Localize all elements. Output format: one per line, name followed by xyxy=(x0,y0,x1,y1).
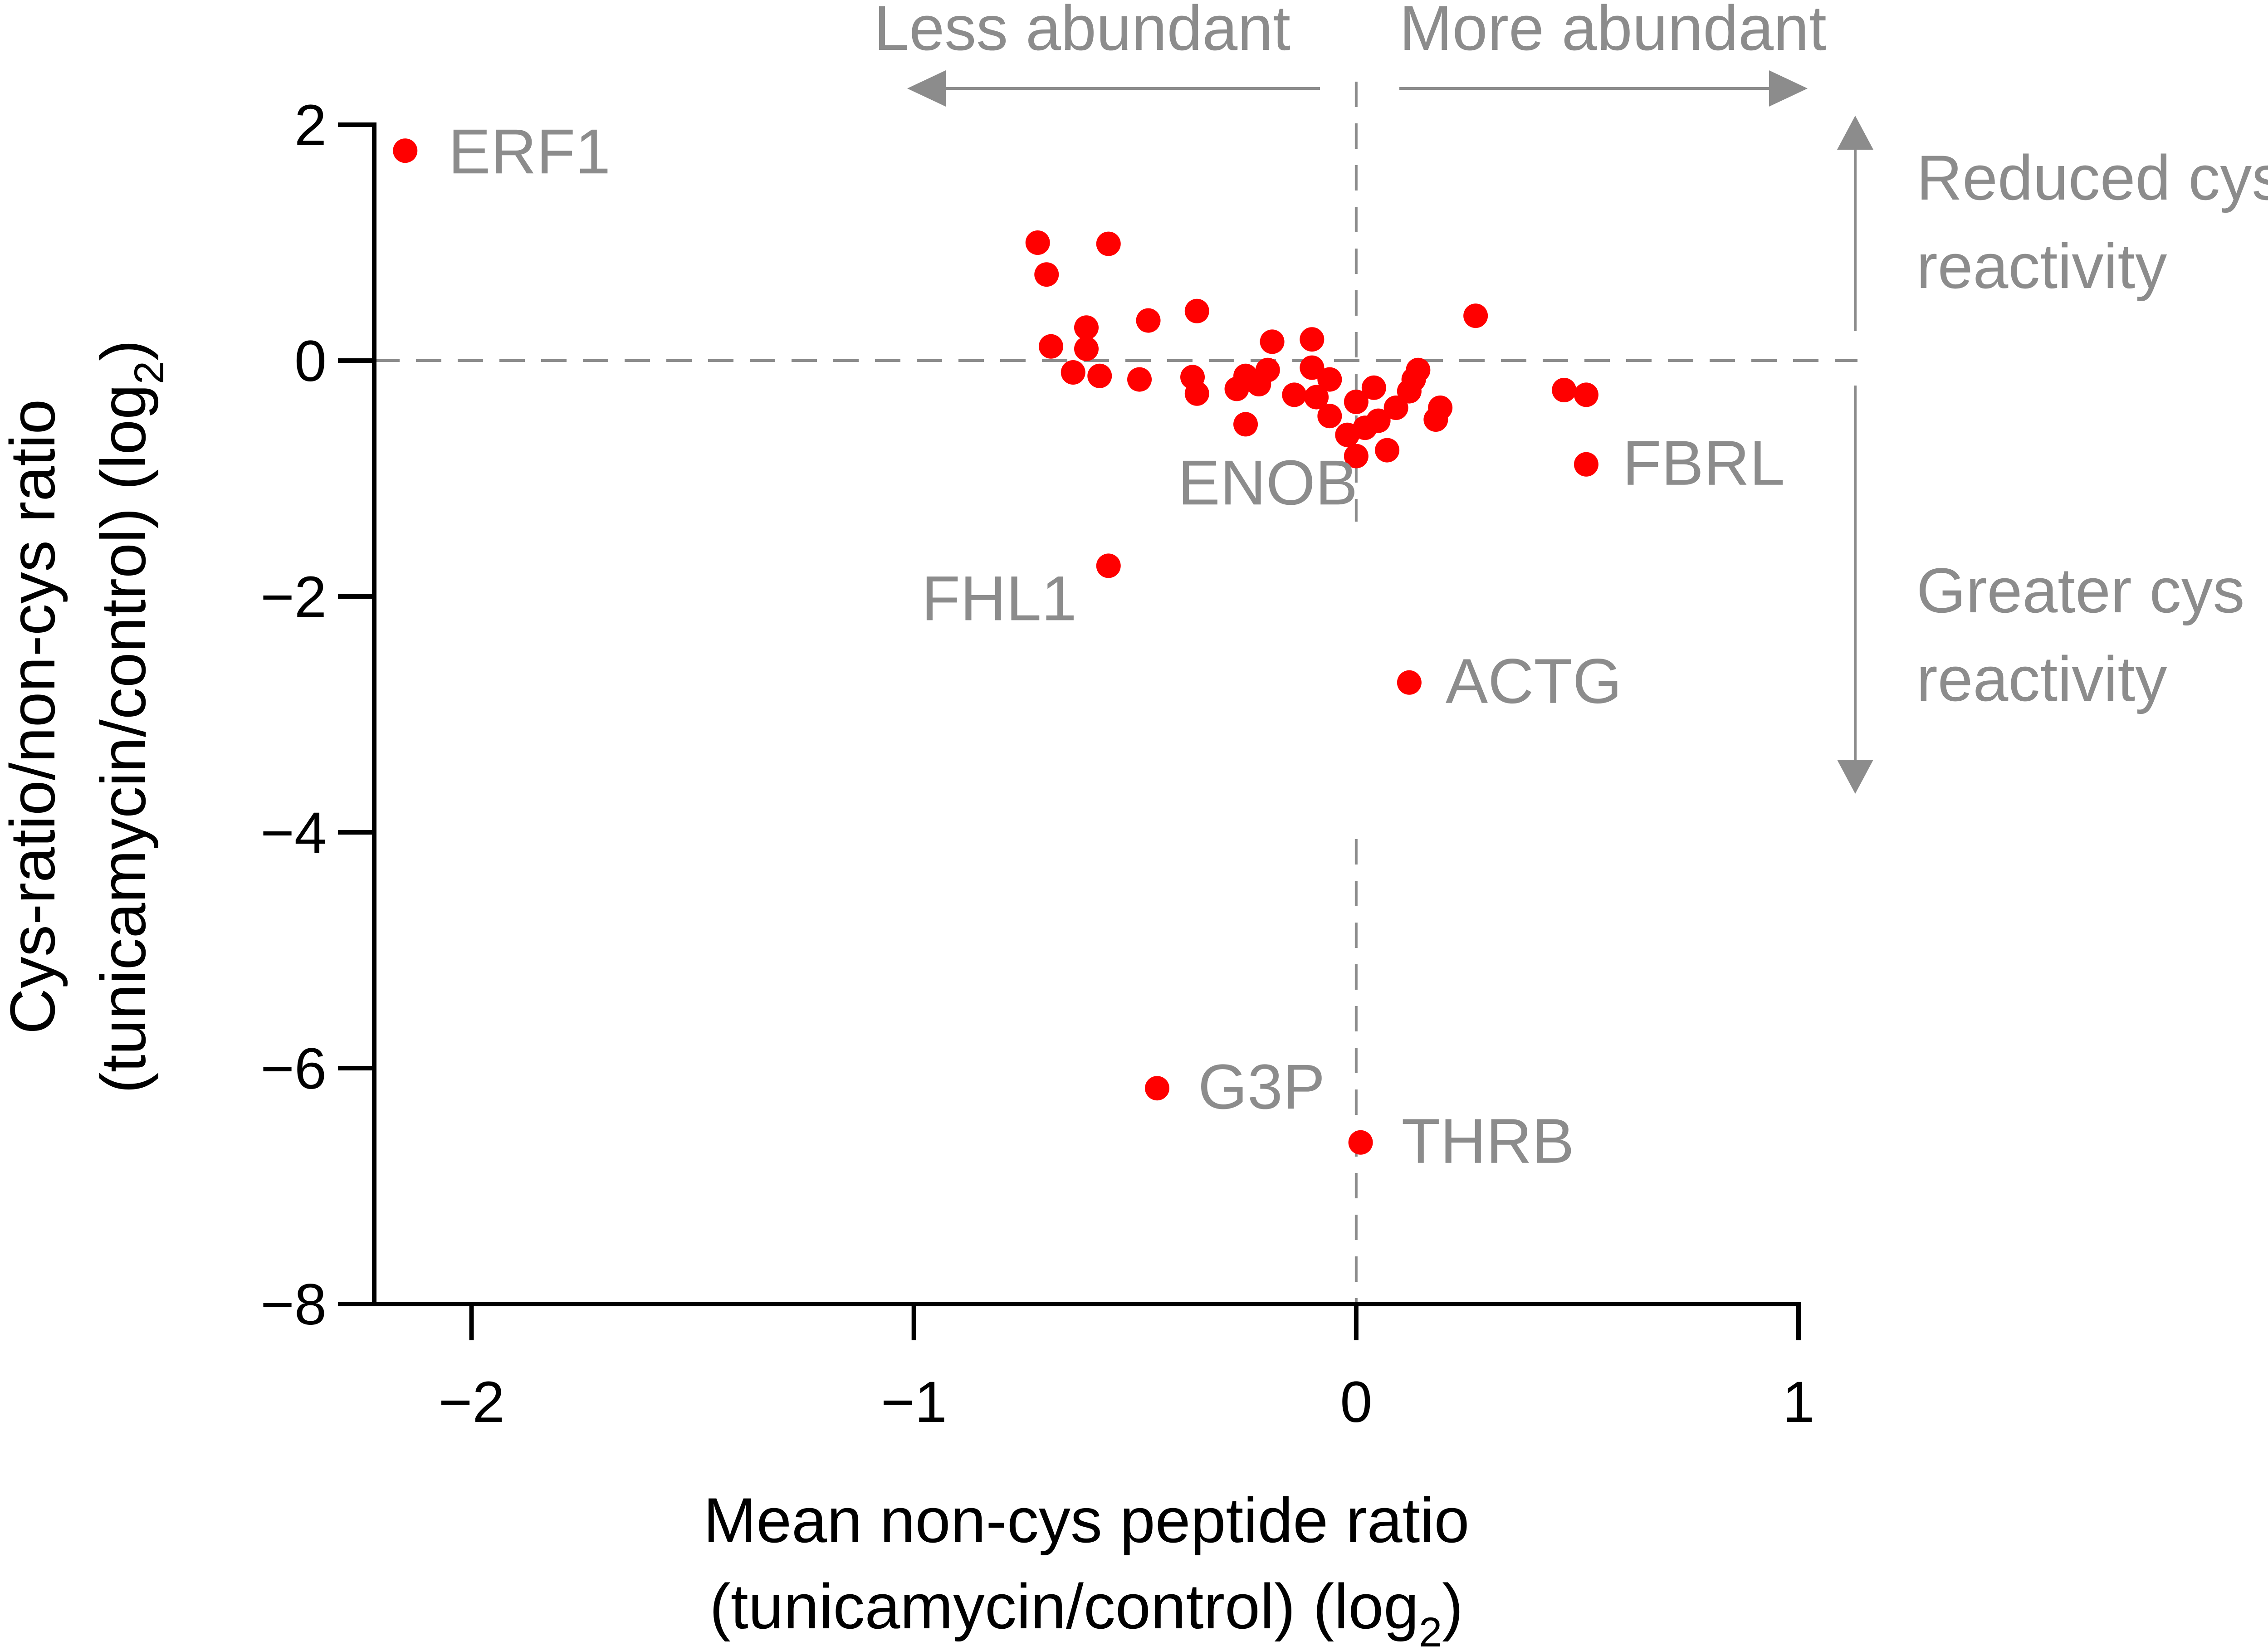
data-point xyxy=(1136,308,1161,333)
data-point xyxy=(1304,385,1329,410)
data-point xyxy=(1344,444,1369,469)
x-tick-label: 0 xyxy=(1340,1370,1372,1435)
x-axis-title-line1: Mean non-cys peptide ratio xyxy=(704,1485,1470,1556)
point-label-actg: ACTG xyxy=(1446,645,1622,717)
reduced-reactivity-label-line2: reactivity xyxy=(1916,230,2167,302)
point-label-thrb: THRB xyxy=(1402,1105,1574,1177)
greater-reactivity-label-line2: reactivity xyxy=(1916,643,2167,714)
y-tick-label: 0 xyxy=(294,329,327,394)
data-point xyxy=(1233,412,1258,437)
reference-lines xyxy=(374,82,1857,1304)
data-point xyxy=(1552,378,1577,402)
data-point xyxy=(1074,337,1099,361)
greater-reactivity-label-line1: Greater cys xyxy=(1916,555,2245,626)
data-point xyxy=(1074,315,1099,340)
data-point xyxy=(1397,670,1422,695)
data-point xyxy=(1300,355,1325,380)
data-point xyxy=(1574,382,1598,407)
data-point xyxy=(1344,390,1369,414)
point-label-g3p: G3P xyxy=(1198,1051,1325,1122)
point-label-fhl1: FHL1 xyxy=(921,562,1076,634)
x-tick-label: 1 xyxy=(1782,1370,1814,1435)
data-point xyxy=(1375,438,1400,463)
data-point xyxy=(1260,329,1285,354)
y-tick-label: −8 xyxy=(260,1272,327,1337)
data-point xyxy=(1366,408,1391,433)
data-point xyxy=(1184,381,1209,406)
point-label-fbrl: FBRL xyxy=(1623,427,1785,498)
data-point xyxy=(1361,375,1386,400)
data-point xyxy=(1282,382,1307,407)
point-label-enob: ENOB xyxy=(1178,447,1358,518)
y-tick-label: −4 xyxy=(260,801,327,865)
data-point xyxy=(1406,357,1431,382)
data-point xyxy=(1255,357,1280,382)
data-point xyxy=(1317,404,1342,429)
data-point xyxy=(1463,303,1488,328)
y-axis-title-line1: Cys-ratio/non-cys ratio xyxy=(0,399,68,1034)
y-tick-label: −2 xyxy=(260,565,327,630)
data-points xyxy=(393,138,1598,1155)
y-tick-label: 2 xyxy=(294,93,327,158)
data-point xyxy=(1096,231,1121,256)
data-point xyxy=(1087,363,1112,388)
x-tick-label: −1 xyxy=(881,1370,947,1435)
more-abundant-arrowhead xyxy=(1769,70,1808,107)
data-point xyxy=(1025,230,1050,255)
y-tick-label: −6 xyxy=(260,1036,327,1101)
greater-reactivity-arrowhead xyxy=(1837,760,1873,794)
data-point xyxy=(1317,367,1342,392)
data-point xyxy=(1300,327,1325,352)
data-point xyxy=(1061,360,1085,385)
less-abundant-arrowhead xyxy=(907,70,946,107)
data-point xyxy=(1383,396,1408,420)
reduced-reactivity-arrowhead xyxy=(1837,116,1873,150)
data-point xyxy=(1348,1130,1373,1155)
data-point xyxy=(1096,553,1121,578)
data-point xyxy=(1034,262,1059,287)
data-point xyxy=(1038,334,1063,359)
reduced-reactivity-label-line1: Reduced cys xyxy=(1916,142,2268,213)
x-tick-label: −2 xyxy=(439,1370,505,1435)
data-point xyxy=(1145,1076,1170,1101)
data-point xyxy=(393,138,418,163)
data-point xyxy=(1428,396,1453,420)
x-axis-title-line2: (tunicamycin/control) (log2) xyxy=(709,1571,1463,1651)
less-abundant-label: Less abundant xyxy=(874,0,1290,64)
y-axis-title-line2: (tunicamycin/control) (log2) xyxy=(88,340,172,1094)
more-abundant-label: More abundant xyxy=(1399,0,1827,64)
data-point xyxy=(1127,367,1152,392)
point-label-erf1: ERF1 xyxy=(448,116,611,187)
data-point xyxy=(1574,452,1598,477)
data-point xyxy=(1184,298,1209,323)
